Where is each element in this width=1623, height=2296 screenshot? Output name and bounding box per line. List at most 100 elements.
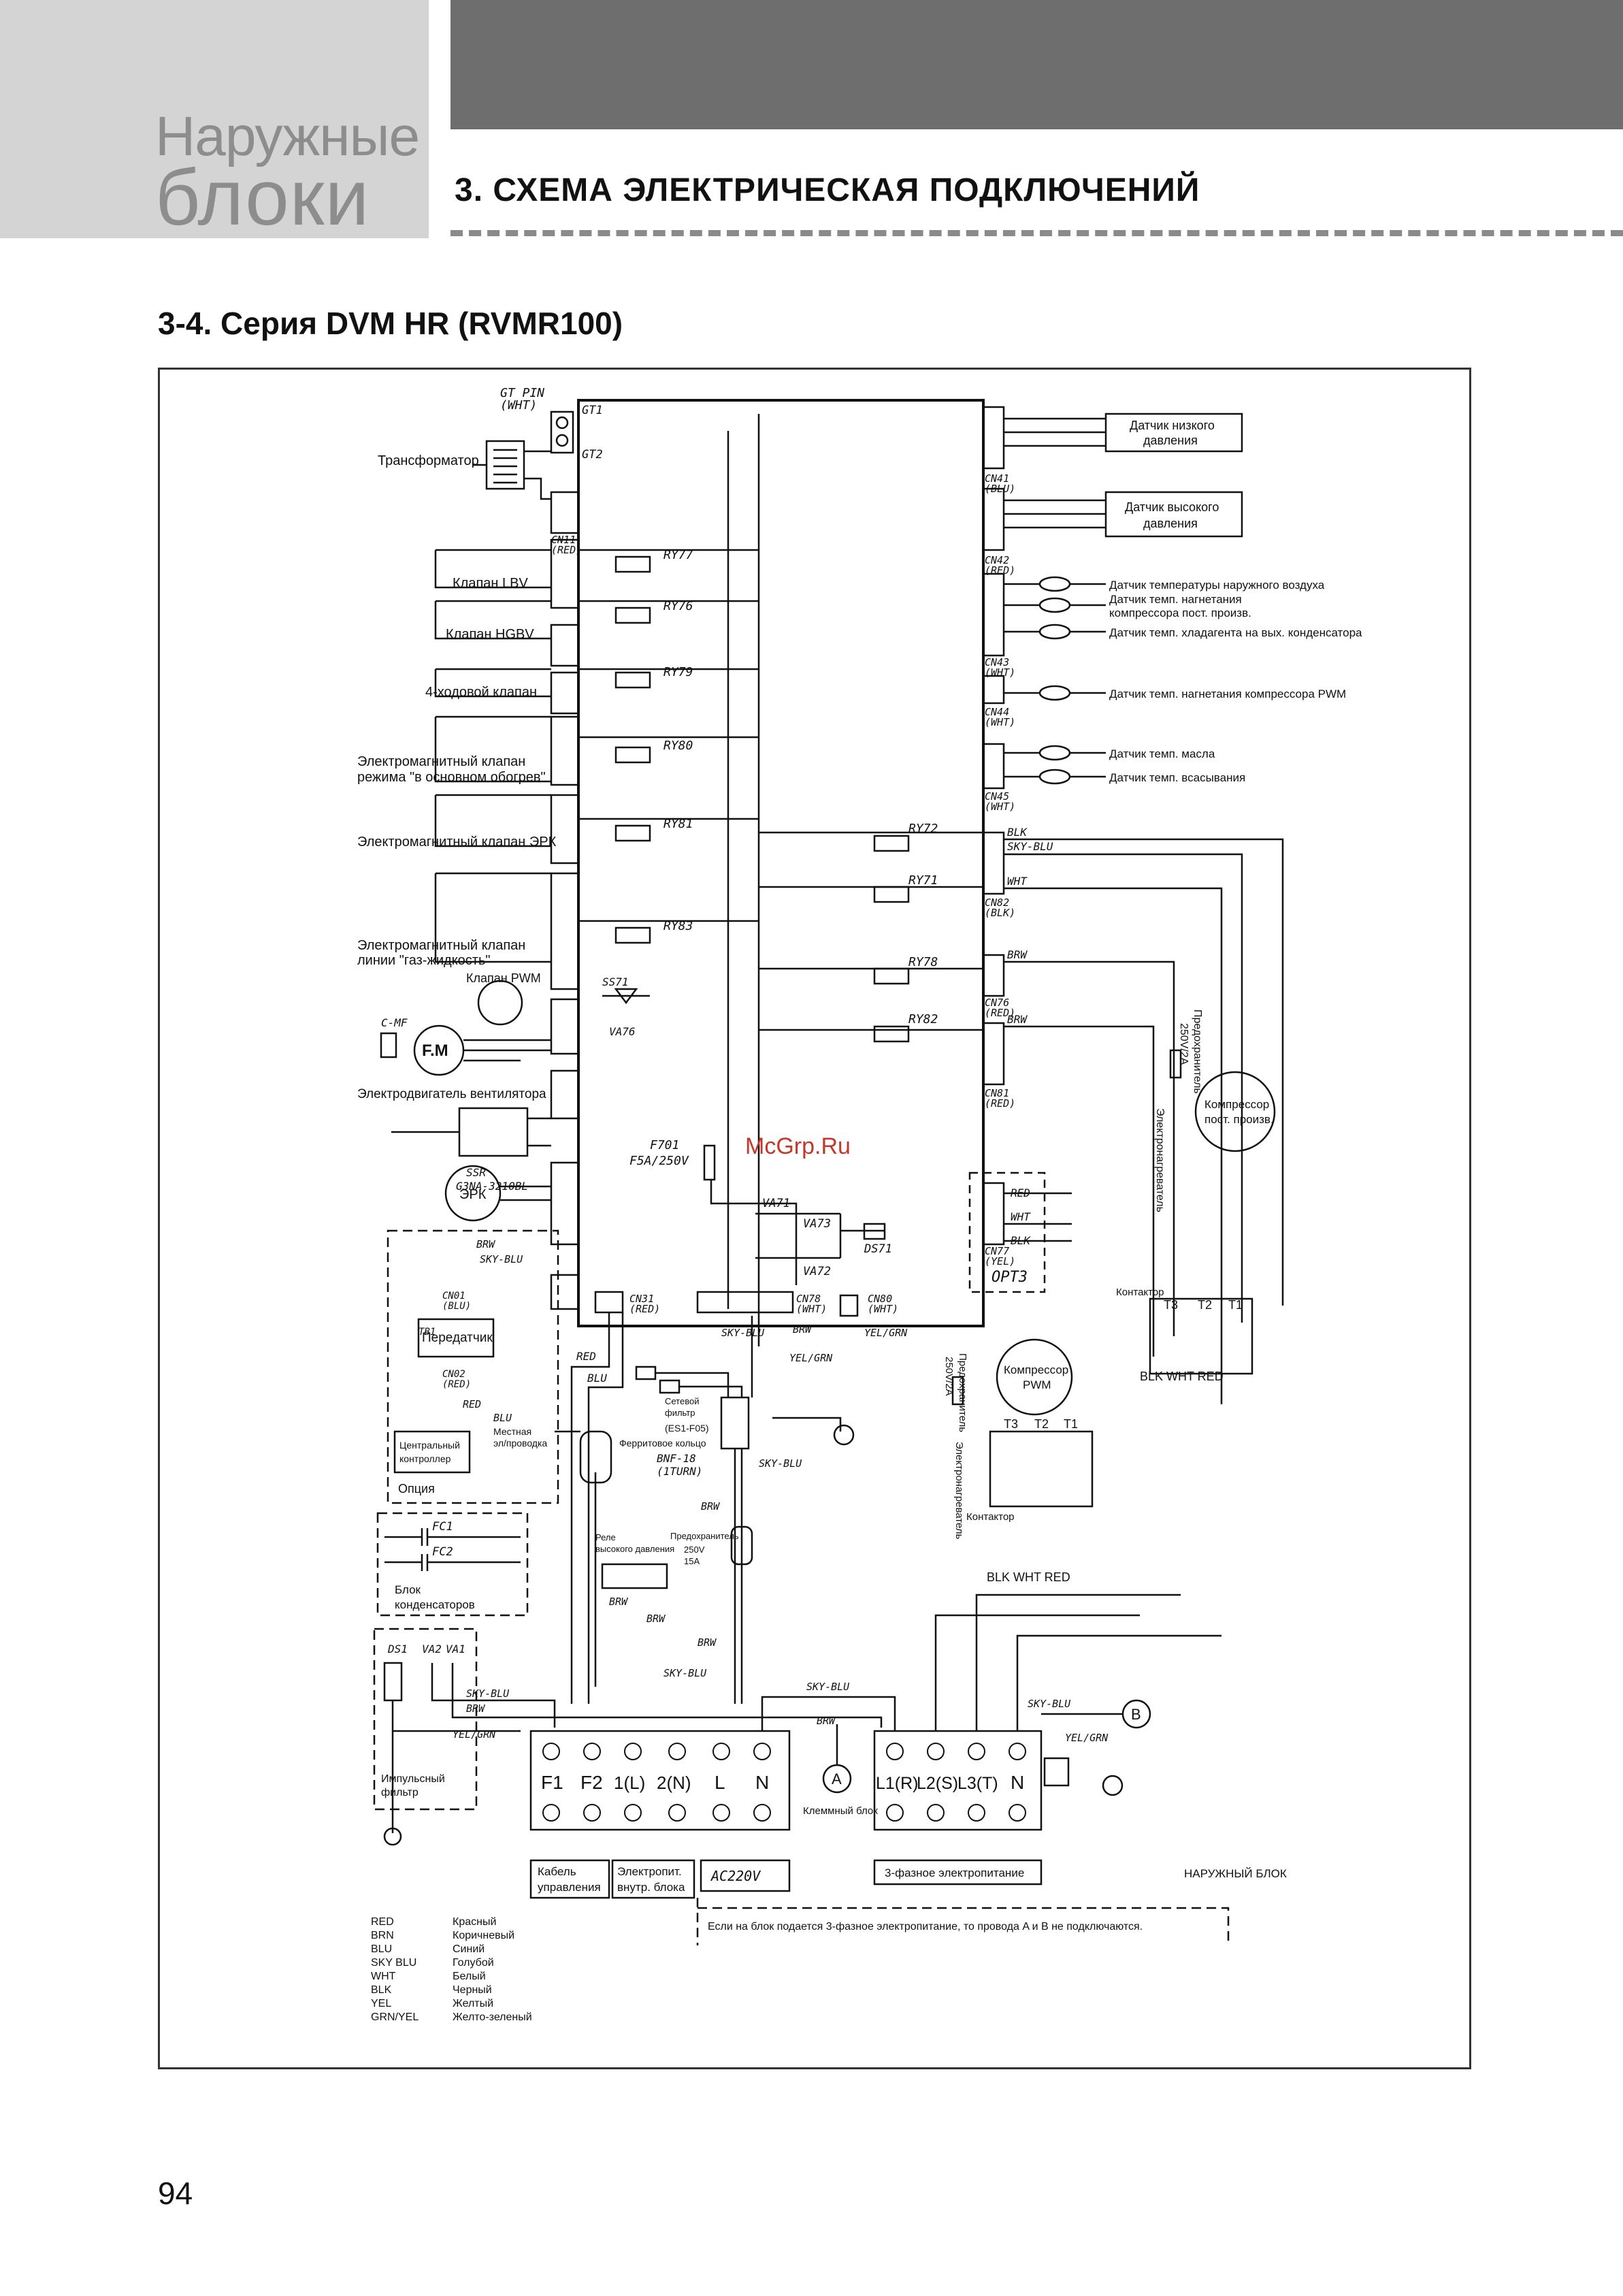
wire-brw-hp3: BRW [698,1636,717,1649]
wire-brw-hp1: BRW [609,1596,629,1608]
legend-name-7: Желто-зеленый [453,2011,532,2023]
valve-lbv-label: Клапан LBV [453,576,528,591]
terminal-l3t: L3(T) [957,1774,998,1793]
central-box [393,1430,471,1474]
color-legend: RED Красный BRN Коричневый BLU Синий SKY… [371,1916,532,2023]
hp-fuse-rating-1: 250V [684,1545,705,1555]
page-number: 94 [158,2176,193,2211]
four-way-label: 4-ходовой клапан [425,685,537,700]
valve-hgbv-wires [434,600,551,640]
wire-skyblu-opt: SKY-BLU [480,1253,523,1265]
va73-label: VA73 [803,1217,831,1231]
terminal-f1: F1 [541,1772,563,1793]
sol-heat-label-1: Электромагнитный клапан [357,754,525,769]
relay-bus-3 [578,549,759,922]
transformer-wires [473,450,551,500]
t-suction-label: Датчик темп. всасывания [1109,771,1245,784]
cn45-color: (WHT) [985,801,1015,813]
legend-name-6: Желтый [453,1998,493,2009]
high-pressure-label-2: давления [1143,517,1198,530]
wire-skyblu-pf: SKY-BLU [466,1687,510,1700]
option-block [387,1229,559,1504]
cn44-label: CN44 [985,706,1009,718]
watermark-text: McGrp.Ru [745,1133,851,1159]
legend-name-2: Синий [453,1943,485,1955]
cn42-color: (RED) [985,564,1015,577]
cn43-color: (WHT) [985,666,1015,679]
cn11-color: (RED) [551,544,582,556]
wire-brw-opt: BRW [476,1238,496,1250]
note-dashed-frame [696,1898,1230,1945]
ground-symbol-3 [383,1827,402,1846]
marker-b-small [659,1379,681,1394]
indoor-power-label-1: Электропит. [617,1865,682,1878]
wire-brw-a: BRW [817,1715,836,1727]
tb1-label: TB1 [419,1327,436,1338]
capacitor-block [376,1512,529,1617]
t-discharge-label-1: Датчик темп. нагнетания [1109,593,1242,606]
wire-red-opt: RED [1011,1186,1030,1199]
ssr-wires [391,1117,551,1147]
legend-code-7: GRN/YEL [371,2011,419,2023]
ssr-box [458,1107,529,1157]
wire-wht-opt: WHT [1011,1210,1031,1223]
right-output-wires [1004,838,1284,1404]
ground-symbol-2 [1102,1775,1124,1796]
contactor-fixed-t1: T1 [1228,1298,1243,1312]
relay-ry78: RY78 [908,955,938,969]
relay-ry76: RY76 [663,599,693,613]
relay-ry83: RY83 [663,919,693,933]
cn02-label: CN02 [442,1369,465,1380]
header-grey-panel [0,0,429,238]
compressor-pwm-label-2: PWM [1023,1378,1051,1391]
ferrite-model: BNF-18 [657,1452,696,1465]
marker-a-small [635,1365,657,1380]
low-pressure-wires [1004,417,1106,447]
cn81-color: (RED) [985,1097,1015,1110]
pulse-filter-wires [391,1663,883,1833]
legend-code-1: BRN [371,1930,394,1941]
diagram-frame: GT PIN (WHT) GT1 GT2 Трансформатор CN11 … [158,368,1471,2069]
relay-ry77: RY77 [663,548,693,562]
cn31-label: CN31 [629,1293,654,1305]
chapter-title: 3. СХЕМА ЭЛЕКТРИЧЕСКАЯ ПОДКЛЮЧЕНИЙ [455,172,1200,208]
cn45-label: CN45 [985,790,1009,803]
cn43-label: CN43 [985,656,1009,668]
signal-wires [555,1312,624,1704]
terminal-n-3ph: N [1011,1772,1024,1793]
contactor-pwm-t2: T2 [1034,1417,1049,1431]
cn02-color: (RED) [442,1379,471,1390]
transformer-label: Трансформатор [378,453,479,468]
ac220-label: AC220V [710,1868,761,1884]
erk-label: ЭРК [459,1187,487,1202]
three-phase-box [873,1859,1043,1886]
contactor-pwm-phases: BLK WHT RED [987,1570,1070,1584]
wire-blu-fer: BLU [587,1372,607,1385]
sol-heat-label-2: режима "в основном обогрев" [357,770,546,785]
va76-label: VA76 [609,1025,636,1038]
legend-code-3: SKY BLU [371,1957,416,1969]
compressor-fixed-label-1: Компрессор [1204,1098,1269,1111]
compressor-fixed-symbol [1194,1071,1276,1152]
four-way-wires [434,668,551,698]
main-pcb [577,399,985,1327]
cn76-label: CN76 [985,997,1009,1009]
marker-b-label: B [1131,1706,1141,1723]
legend-code-6: YEL [371,1998,391,2009]
terminal-f2: F2 [580,1772,603,1793]
relays-left [614,555,651,944]
legend-name-3: Голубой [453,1957,494,1969]
pulse-filter-title-2: фильтр [381,1787,419,1798]
option-title: Опция [398,1482,435,1495]
fuse-pwm-label: Предохранитель [957,1353,968,1432]
cn11-label: CN11 [551,534,576,546]
opt3-dashed-box [968,1171,1046,1293]
pwm-valve-symbol [477,980,523,1026]
control-cable-box [529,1859,610,1899]
valve-lbv-wires [434,549,551,589]
gt2-label: GT2 [582,448,603,462]
terminal-screws [542,1743,1026,1822]
relay-ry81: RY81 [663,817,693,831]
ground-terminal [1043,1757,1070,1787]
ferrite-label: Ферритовое кольцо [619,1438,706,1449]
